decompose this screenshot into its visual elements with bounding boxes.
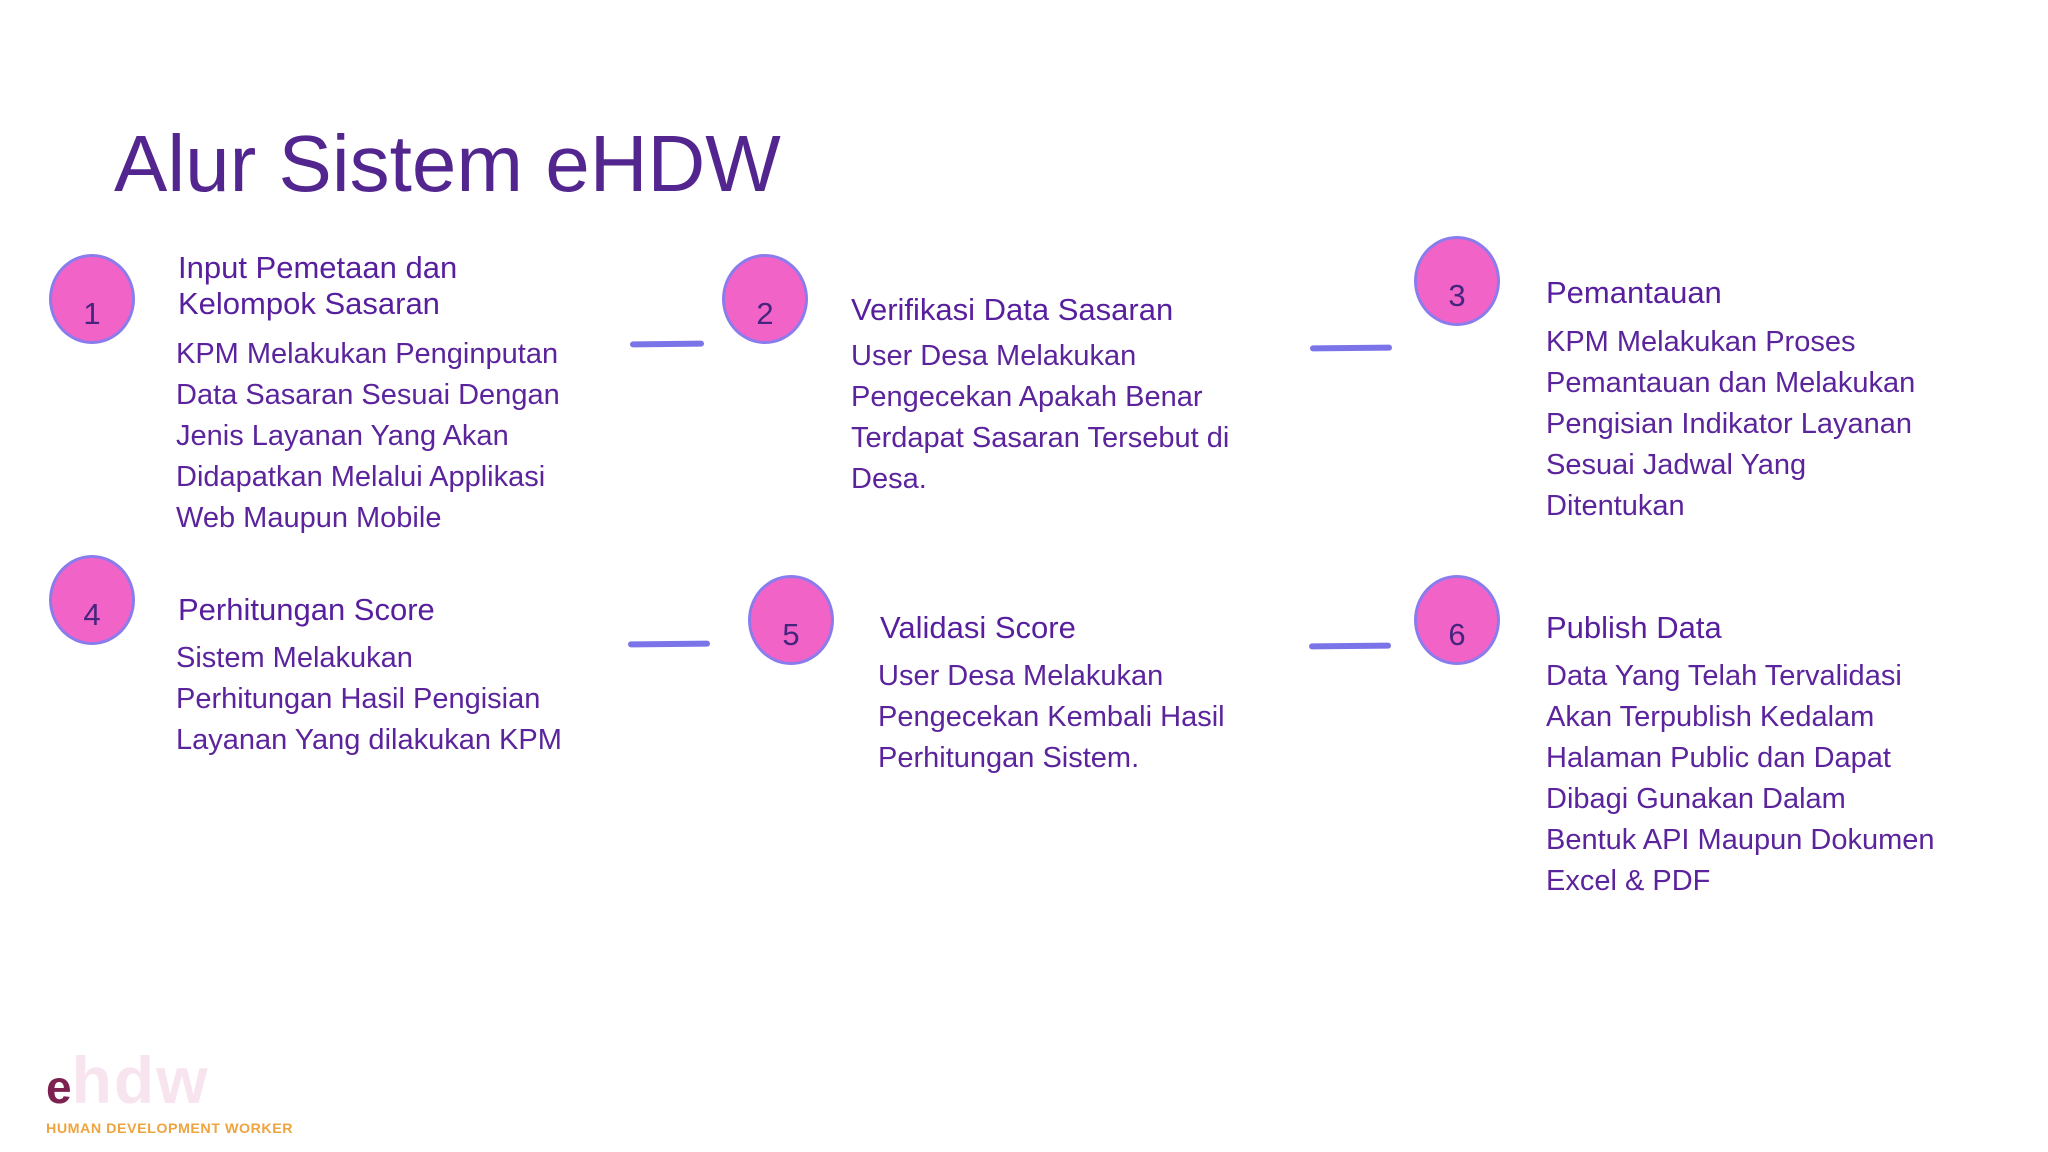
step-4-circle: 4 <box>49 555 135 645</box>
step-1-number: 1 <box>83 296 101 331</box>
page-title: Alur Sistem eHDW <box>114 119 781 208</box>
step-5-number: 5 <box>782 617 800 652</box>
step-1-circle: 1 <box>49 254 135 344</box>
step-6-number: 6 <box>1448 617 1466 652</box>
step-6-heading: Publish Data <box>1546 610 1722 645</box>
step-1-description: KPM Melakukan Penginputan Data Sasaran S… <box>176 338 560 534</box>
connector-step4-step5 <box>627 640 711 648</box>
step-3-description: KPM Melakukan Proses Pemantauan dan Mela… <box>1546 326 1916 522</box>
connector-step1-step2 <box>629 340 705 348</box>
step-3-number: 3 <box>1448 278 1466 313</box>
step-6-description: Data Yang Telah Tervalidasi Akan Terpubl… <box>1546 660 1935 897</box>
step-5-heading: Validasi Score <box>880 610 1076 645</box>
step-4-number: 4 <box>83 597 101 632</box>
ehdw-logo-e: e <box>46 1061 72 1113</box>
connector-step2-step3 <box>1309 344 1393 352</box>
step-6-circle: 6 <box>1414 575 1500 665</box>
step-2-circle: 2 <box>722 254 808 344</box>
step-3-heading: Pemantauan <box>1546 275 1722 310</box>
connector-step5-step6 <box>1308 642 1392 650</box>
ehdw-logo-wordmark: e hdw <box>46 1042 288 1118</box>
step-4-heading: Perhitungan Score <box>178 592 435 627</box>
step-2-heading: Verifikasi Data Sasaran <box>851 292 1174 327</box>
ehdw-logo: e hdw HUMAN DEVELOPMENT WORKER <box>46 1042 293 1136</box>
step-1-heading: Input Pemetaan dan Kelompok Sasaran <box>178 250 458 321</box>
ehdw-logo-tagline: HUMAN DEVELOPMENT WORKER <box>46 1120 294 1136</box>
step-3-circle: 3 <box>1414 236 1500 326</box>
step-2-number: 2 <box>756 296 774 331</box>
step-5-circle: 5 <box>748 575 834 665</box>
step-4-description: Sistem Melakukan Perhitungan Hasil Pengi… <box>176 642 562 756</box>
ehdw-logo-hdw: hdw <box>71 1043 210 1117</box>
step-5-description: User Desa Melakukan Pengecekan Kembali H… <box>878 660 1225 774</box>
step-2-description: User Desa Melakukan Pengecekan Apakah Be… <box>851 340 1230 495</box>
